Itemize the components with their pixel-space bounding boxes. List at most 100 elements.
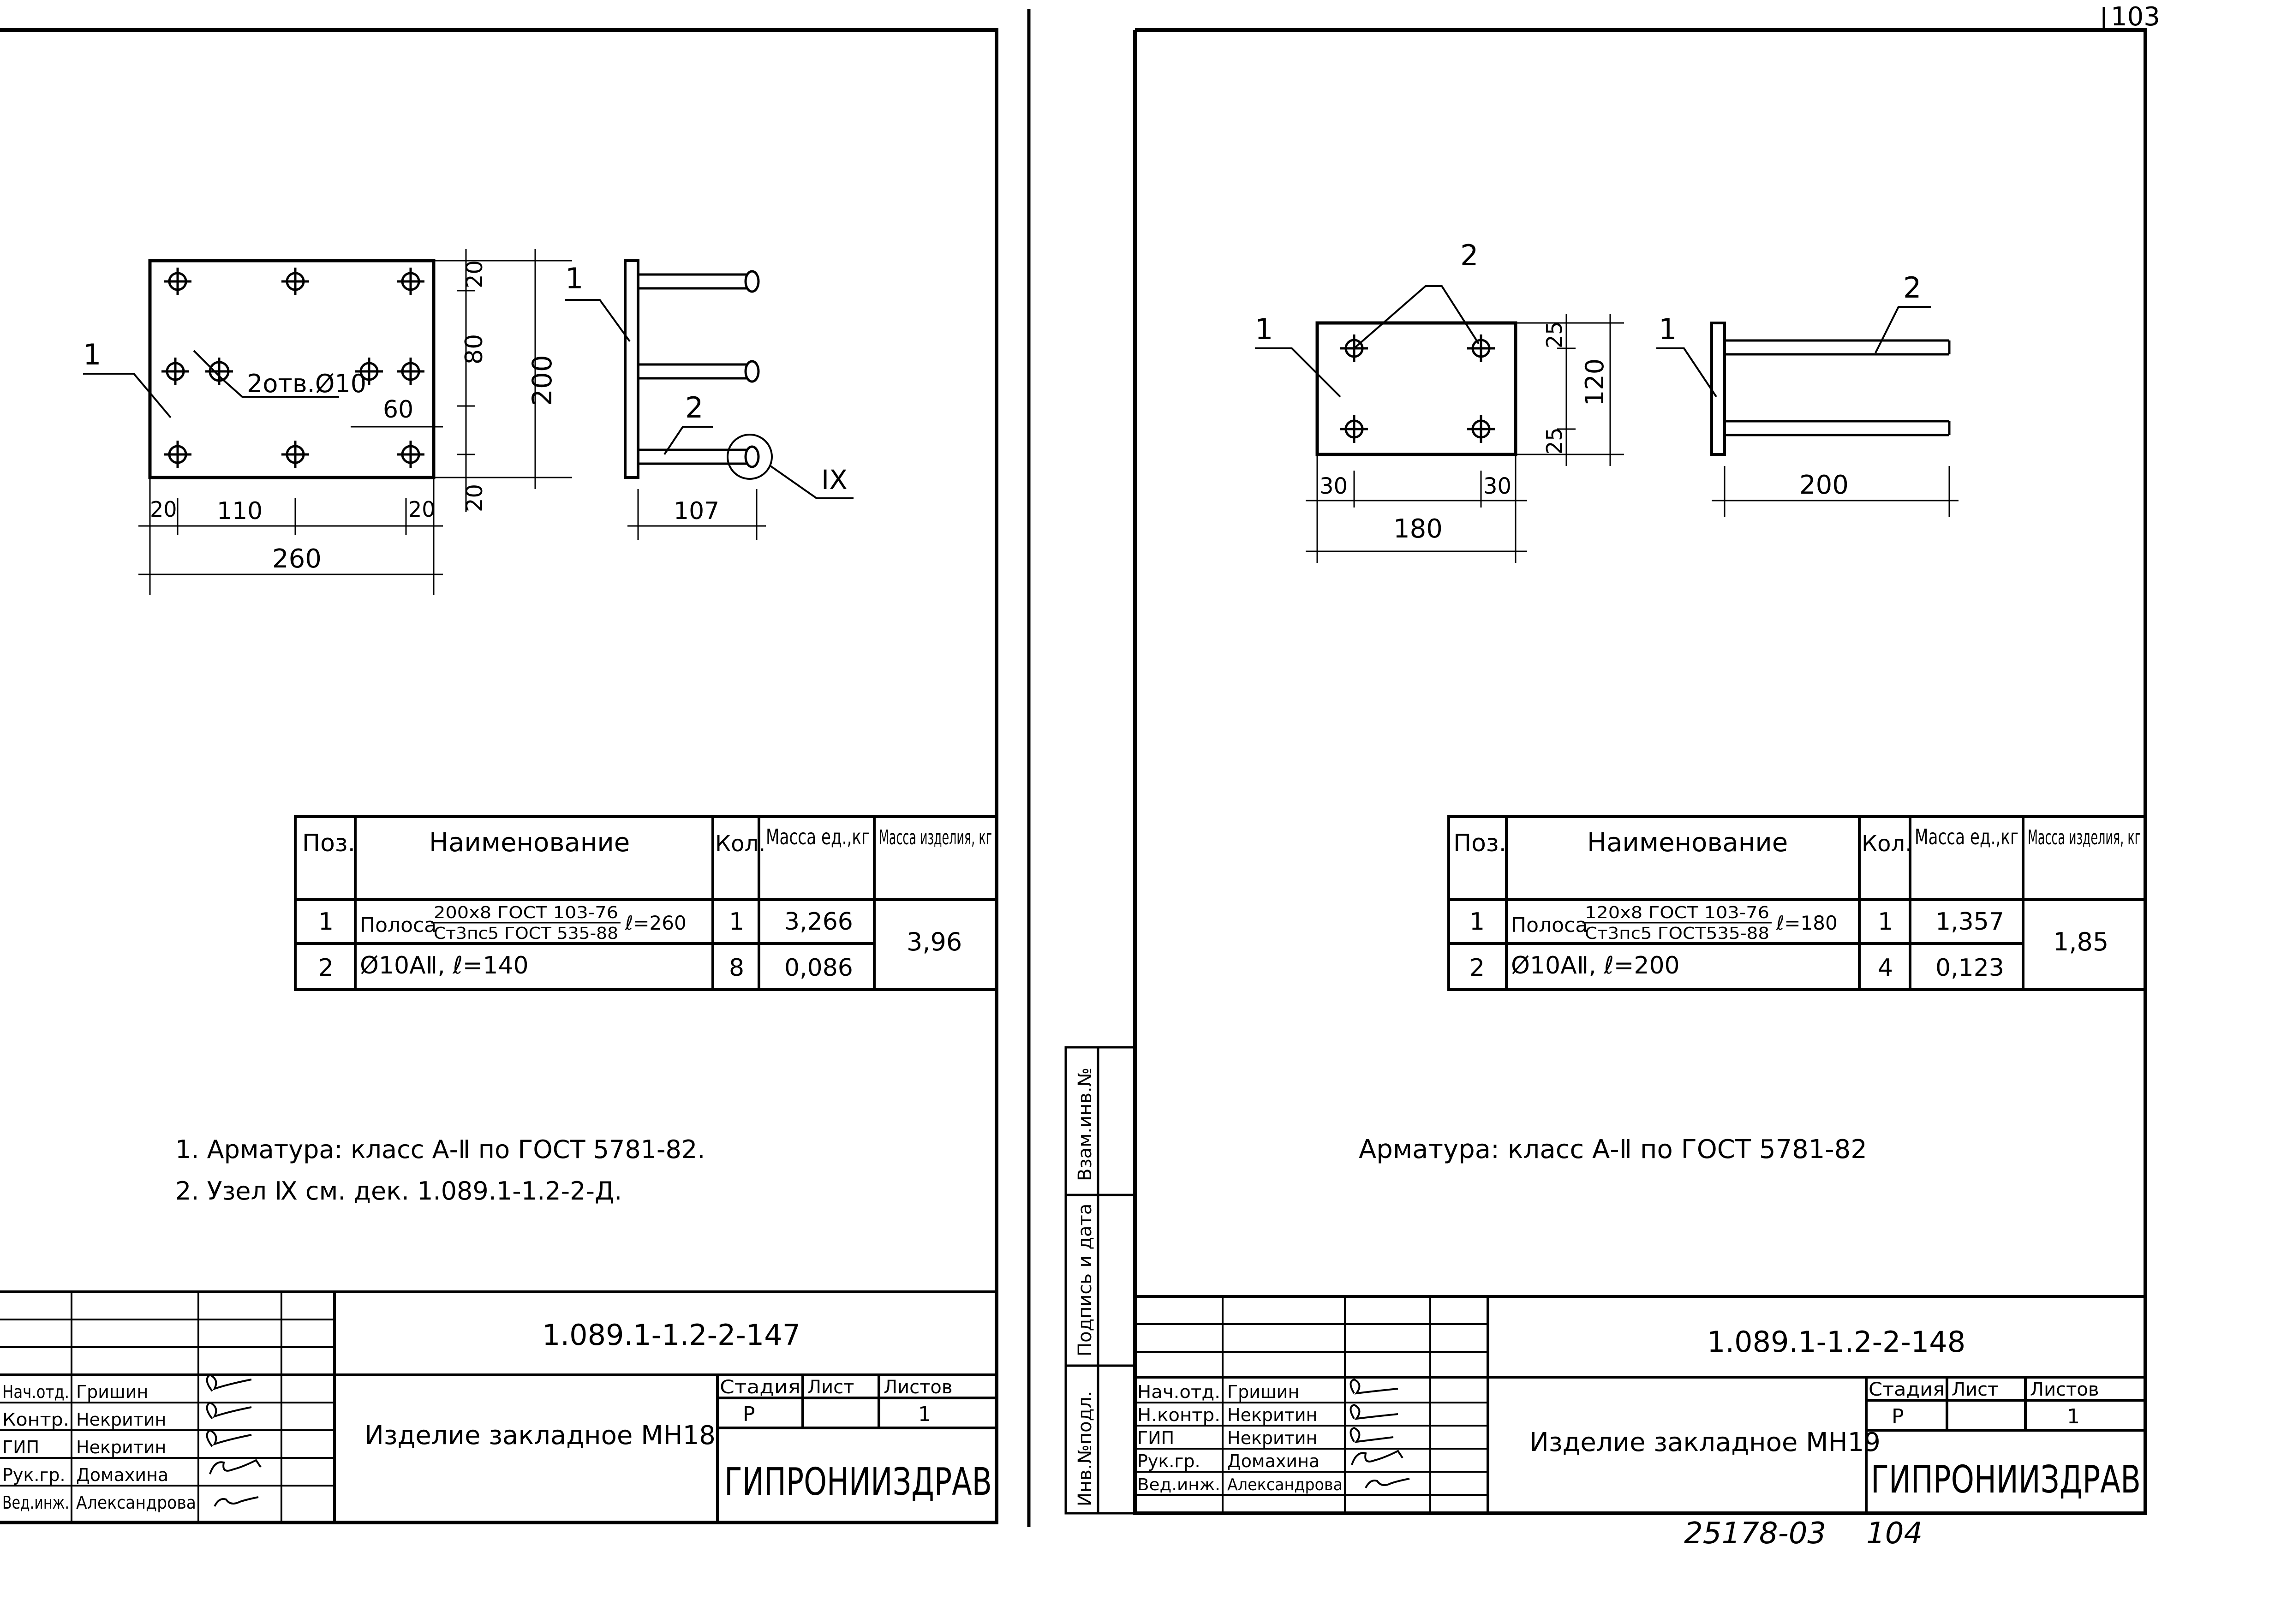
leader-line: [1353, 285, 1480, 349]
stamp-inv-repl: Взам.инв.№: [1075, 1068, 1096, 1181]
cell-name-prefix: Ø10АⅡ, ℓ=140: [360, 952, 529, 979]
drawing-code: 1.089.1-1.2-2-147: [542, 1318, 800, 1352]
callout-2: 2: [685, 391, 703, 424]
cell-pos: 2: [318, 954, 334, 982]
name-3: Некритин: [76, 1437, 166, 1457]
th-mass-item: Масса изделия, кг: [879, 826, 992, 849]
hole-mark: [164, 268, 191, 295]
hole-mark: [397, 441, 424, 468]
sheets-value: 1: [918, 1403, 931, 1426]
th-pos: Поз.: [1453, 830, 1506, 857]
role-4: Рук.гр.: [2, 1465, 66, 1485]
cell-name-den: Ст3пс5 ГОСТ 535-88: [434, 924, 618, 943]
dim-110: 110: [217, 497, 263, 525]
cell-mass: 0,086: [784, 954, 853, 982]
note-1: Арматура: класс А-Ⅱ по ГОСТ 5781-82: [1359, 1134, 1867, 1164]
callout-1: 1: [1659, 312, 1677, 346]
org-name: ГИПРОНИИЗДРАВ: [1871, 1458, 2141, 1502]
leader-line: [1875, 306, 1931, 353]
dim-20-left: 20: [150, 497, 177, 522]
note-2: 2. Узел Ⅸ см. дек. 1.089.1-1.2-2-Д.: [175, 1176, 622, 1206]
dim-60: 60: [383, 396, 413, 424]
holes-label: 2отв.Ø10: [247, 369, 366, 398]
th-qty: Кол.: [715, 831, 765, 857]
hole-mark: [161, 358, 189, 385]
role-5: Вед.инж.: [2, 1493, 69, 1513]
archive-number: 25178-03: [1684, 1517, 1826, 1551]
stage-label: Стадия: [1869, 1379, 1945, 1400]
th-pos: Поз.: [302, 830, 355, 857]
hole-mark: [205, 358, 233, 385]
dim-200: 200: [526, 355, 558, 406]
hole-symbols: [161, 268, 424, 468]
role-2: Н.контр.: [1137, 1405, 1220, 1425]
item-name: Изделие закладное МН18: [364, 1421, 716, 1451]
dim-260: 260: [272, 544, 322, 574]
dim-20-right: 20: [408, 497, 436, 522]
dim-30-left: 30: [1320, 473, 1348, 499]
org-name: ГИПРОНИИЗДРАВ: [724, 1460, 992, 1504]
cell-name-num: 200х8 ГОСТ 103-76: [434, 903, 618, 922]
stamp-inv-orig: Инв.№подл.: [1075, 1391, 1096, 1506]
cell-qty: 4: [1878, 954, 1893, 982]
leader-line: [83, 373, 172, 418]
side-stamp: Взам.инв.№ Подпись и дата Инв.№подл.: [1064, 1046, 1136, 1515]
role-1: Нач.отд.: [2, 1382, 69, 1402]
dim-80: 80: [460, 334, 488, 364]
right-plan-view: 2 1 25 120 25 30 30 180: [1255, 239, 1624, 563]
hole-mark: [397, 268, 424, 295]
role-2: Контр.: [2, 1409, 69, 1430]
dim-20-top: 20: [462, 260, 488, 288]
hole-mark: [281, 441, 309, 468]
sheets-label: Листов: [884, 1377, 952, 1398]
left-frame: [0, 28, 998, 1524]
hole-mark: [397, 358, 424, 385]
name-2: Некритин: [76, 1409, 166, 1430]
left-plan-view: 1 2отв.Ø10 60 20 80 200 20: [83, 249, 572, 595]
th-mass-unit: Масса ед.,кг: [766, 824, 870, 849]
cell-name-den: Ст3пс5 ГОСТ535-88: [1585, 924, 1769, 943]
cell-pos: 2: [1469, 954, 1485, 982]
drawing-code: 1.089.1-1.2-2-148: [1707, 1325, 1965, 1359]
left-side-view: IX 1 2 107: [565, 259, 854, 540]
stage-value: Р: [743, 1403, 755, 1426]
hole-mark: [1340, 415, 1368, 443]
leader-line: [193, 350, 339, 398]
cell-name-prefix: Ø10АⅡ, ℓ=200: [1511, 952, 1680, 979]
dim-20-bottom: 20: [462, 484, 488, 512]
dim-180: 180: [1393, 514, 1443, 544]
cell-qty: 1: [729, 908, 744, 936]
right-title-block: Нач.отд. Гришин Н.контр. Некритин ГИП Не…: [1135, 1295, 2145, 1513]
name-1: Гришин: [1227, 1382, 1299, 1402]
name-2: Некритин: [1227, 1405, 1317, 1425]
leader-line: [1656, 347, 1717, 398]
role-5: Вед.инж.: [1137, 1475, 1220, 1494]
item-name: Изделие закладное МН19: [1529, 1427, 1881, 1457]
node-circle: [727, 434, 773, 480]
note-1: 1. Арматура: класс А-Ⅱ по ГОСТ 5781-82.: [175, 1135, 705, 1164]
cell-name-num: 120х8 ГОСТ 103-76: [1585, 903, 1769, 922]
th-name: Наименование: [1587, 828, 1788, 858]
dim-120: 120: [1580, 358, 1609, 406]
plate-outline: [148, 259, 436, 479]
cell-name-suffix: ℓ=180: [1776, 912, 1838, 934]
callout-1: 1: [565, 262, 583, 295]
node-ref: IX: [821, 464, 848, 496]
sheet-label: Лист: [1952, 1379, 1998, 1400]
th-qty: Кол.: [1862, 831, 1912, 857]
cell-mass: 3,266: [784, 908, 853, 936]
archive-page: 104: [1866, 1517, 1923, 1551]
right-sheet: 103 Взам.инв.№ Подпись и дата Инв.№подл.: [1064, 2, 2160, 1551]
cell-name-prefix: Полоса: [360, 914, 436, 937]
role-3: ГИП: [2, 1437, 39, 1457]
dim-200: 200: [1799, 470, 1849, 500]
role-4: Рук.гр.: [1137, 1451, 1200, 1471]
callout-1: 1: [83, 338, 101, 371]
cell-total-mass: 1,85: [2053, 927, 2108, 956]
th-mass-unit: Масса ед.,кг: [1915, 824, 2018, 849]
stage-value: Р: [1892, 1405, 1904, 1428]
hole-symbols: [1340, 334, 1495, 443]
page-number: 103: [2111, 2, 2160, 32]
cell-mass: 0,123: [1935, 954, 2004, 982]
right-side-view: 1 2 200: [1656, 271, 1959, 517]
